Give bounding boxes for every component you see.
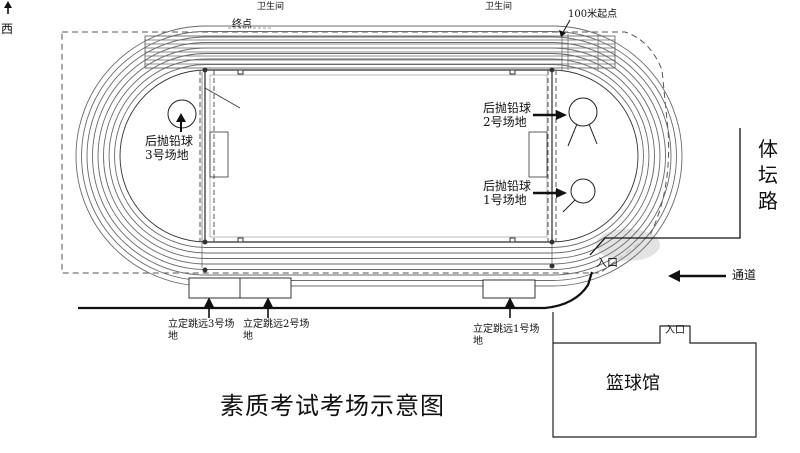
restroom-left-label: 卫生间 [257,2,285,12]
east-road-lines [589,128,741,256]
shotput-area-1 [562,178,596,213]
track-lane [119,69,639,243]
shotput-2-label: 后抛铅球 2号场地 [483,101,532,130]
gym-entrance-label: 入口 [665,325,685,336]
jump-1-label: 立定跳远1号场 地 [473,324,540,347]
track-entrance-label: 入口 [596,256,618,269]
shotput-3-label: 后抛铅球 3号场地 [145,134,194,163]
football-field [199,67,557,273]
arrow-to-shotput-2 [533,110,567,120]
compass-label: 西 [1,22,14,36]
basketball-gym-building [552,312,757,438]
gym-label: 篮球馆 [606,373,660,394]
track-lane [92,42,666,270]
road-name-label: 体 坛 路 [758,137,778,213]
passage-arrow-icon [668,270,726,282]
shotput-area-2 [567,97,598,147]
shotput-1-label: 后抛铅球 1号场地 [483,179,532,208]
map-title: 素质考试考场示意图 [220,392,445,420]
finish-label: 终点 [232,19,252,30]
track-lane [81,31,677,281]
arrow-to-shotput-1 [533,188,567,198]
track-lane [86,36,672,276]
passage-label: 通道 [732,268,757,282]
track-lane [75,25,683,287]
arrow-to-shotput-3 [176,113,186,132]
jump-3-label: 立定跳远3号场 地 [168,319,235,342]
start-100m-arrow [559,19,571,37]
road-line [78,271,594,310]
track-lane [114,64,644,248]
straightaway [144,34,616,70]
jump-arrows [203,297,516,318]
long-jump-pits [188,277,536,299]
start-100m-label: 100米起点 [568,9,618,20]
entrance-haze [596,229,660,261]
jump-2-label: 立定跳远2号场 地 [243,319,310,342]
venue-boundary [61,31,670,274]
restroom-right-label: 卫生间 [485,2,513,12]
compass-arrow-icon [4,1,12,14]
